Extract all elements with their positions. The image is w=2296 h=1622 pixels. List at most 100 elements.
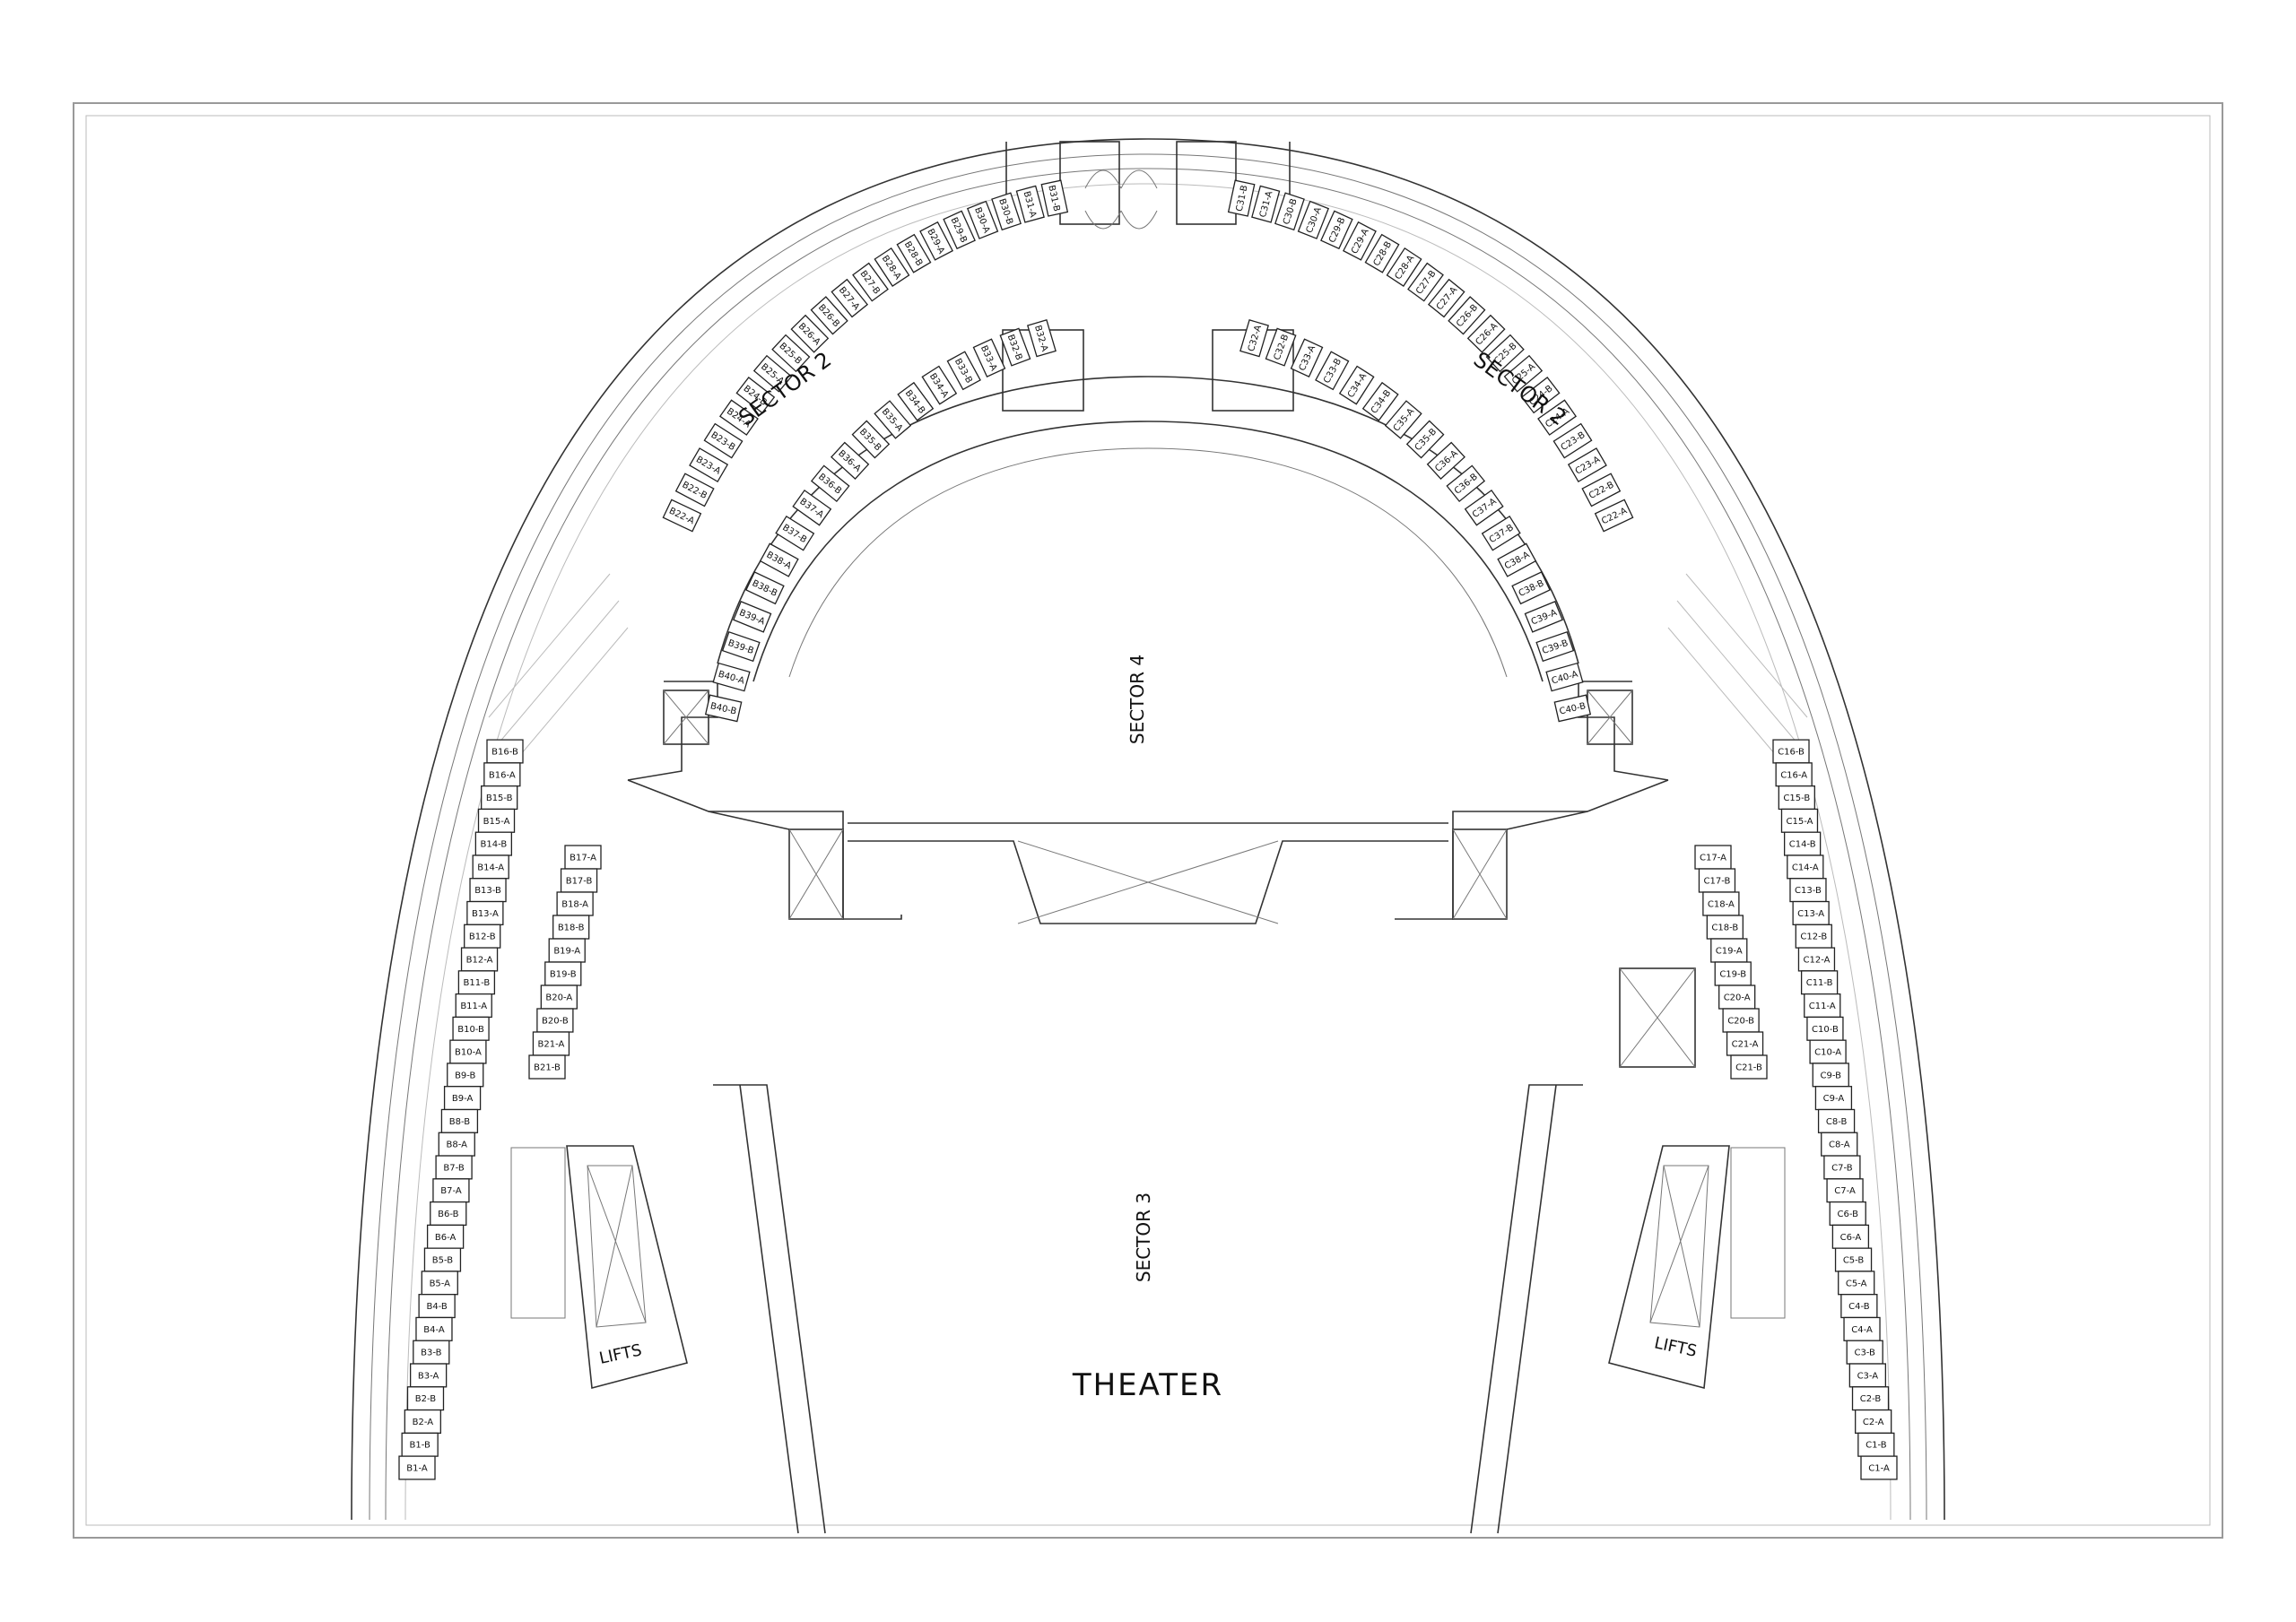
seat-c2-b[interactable]: C2-B [1851, 1386, 1890, 1411]
seat-c33-a[interactable]: C33-A [1290, 338, 1324, 377]
seat-b20-a[interactable]: B20-A [540, 984, 578, 1010]
seat-b8-b[interactable]: B8-B [440, 1108, 479, 1133]
seat-b11-a[interactable]: B11-A [455, 993, 492, 1019]
seat-b21-b[interactable]: B21-B [528, 1054, 566, 1080]
seat-b18-b[interactable]: B18-B [552, 915, 590, 940]
seat-c8-b[interactable]: C8-B [1817, 1108, 1856, 1133]
seat-b7-b[interactable]: B7-B [435, 1155, 473, 1180]
seat-b33-b[interactable]: B33-B [946, 351, 981, 391]
seat-c25-a[interactable]: C25-A [1503, 354, 1544, 393]
seat-c9-a[interactable]: C9-A [1814, 1086, 1853, 1111]
seat-c22-b[interactable]: C22-B [1581, 473, 1622, 507]
seat-c11-a[interactable]: C11-A [1804, 993, 1841, 1019]
seat-b28-a[interactable]: B28-A [874, 247, 910, 287]
seat-c12-b[interactable]: C12-B [1795, 924, 1832, 949]
seat-c36-a[interactable]: C36-A [1426, 441, 1465, 480]
seat-b14-b[interactable]: B14-B [474, 831, 513, 856]
seat-b40-a[interactable]: B40-A [712, 662, 751, 692]
seat-c13-b[interactable]: C13-B [1789, 878, 1827, 903]
seat-c15-b[interactable]: C15-B [1778, 785, 1815, 811]
seat-b6-a[interactable]: B6-A [426, 1224, 465, 1249]
seat-b22-b[interactable]: B22-B [674, 473, 715, 507]
seat-c39-b[interactable]: C39-B [1535, 630, 1575, 663]
seat-c31-a[interactable]: C31-A [1251, 185, 1281, 223]
seat-b1-b[interactable]: B1-B [401, 1432, 439, 1457]
seat-c37-a[interactable]: C37-A [1464, 489, 1504, 526]
seat-c11-b[interactable]: C11-B [1800, 970, 1839, 995]
seat-c10-b[interactable]: C10-B [1806, 1016, 1844, 1041]
seat-b36-a[interactable]: B36-A [831, 441, 870, 480]
seat-b3-a[interactable]: B3-A [409, 1363, 448, 1388]
seat-c7-b[interactable]: C7-B [1823, 1155, 1861, 1180]
seat-c32-a[interactable]: C32-A [1239, 319, 1269, 358]
seat-b34-b[interactable]: B34-B [897, 381, 935, 421]
seat-b29-a[interactable]: B29-A [919, 221, 953, 261]
seat-b39-a[interactable]: B39-A [733, 601, 772, 633]
seat-c39-a[interactable]: C39-A [1524, 601, 1563, 633]
seat-c17-a[interactable]: C17-A [1694, 845, 1732, 870]
seat-b30-b[interactable]: B30-B [991, 192, 1022, 231]
seat-b17-a[interactable]: B17-A [564, 845, 602, 870]
seat-c17-b[interactable]: C17-B [1698, 868, 1736, 893]
seat-c28-b[interactable]: C28-B [1364, 233, 1400, 273]
seat-b19-a[interactable]: B19-A [548, 938, 586, 963]
seat-b17-b[interactable]: B17-B [560, 868, 598, 893]
seat-b5-b[interactable]: B5-B [423, 1247, 462, 1272]
seat-c34-b[interactable]: C34-B [1361, 381, 1399, 421]
seat-b14-a[interactable]: B14-A [472, 854, 509, 880]
seat-b39-b[interactable]: B39-B [721, 630, 761, 663]
seat-c14-b[interactable]: C14-B [1783, 831, 1822, 856]
seat-c5-b[interactable]: C5-B [1834, 1247, 1873, 1272]
seat-b1-a[interactable]: B1-A [398, 1455, 436, 1480]
seat-b38-a[interactable]: B38-A [759, 542, 799, 577]
seat-c14-a[interactable]: C14-A [1787, 854, 1824, 880]
seat-c20-a[interactable]: C20-A [1718, 984, 1756, 1010]
seat-b4-b[interactable]: B4-B [418, 1294, 456, 1319]
seat-b22-a[interactable]: B22-A [662, 499, 702, 533]
seat-c23-b[interactable]: C23-B [1552, 422, 1593, 459]
seat-c3-a[interactable]: C3-A [1848, 1363, 1887, 1388]
seat-c33-b[interactable]: C33-B [1315, 351, 1350, 391]
seat-b3-b[interactable]: B3-B [413, 1340, 450, 1365]
seat-b15-b[interactable]: B15-B [481, 785, 518, 811]
seat-b29-b[interactable]: B29-B [943, 210, 976, 250]
seat-b31-b[interactable]: B31-B [1040, 179, 1069, 217]
seat-c13-a[interactable]: C13-A [1792, 900, 1830, 925]
seat-b15-a[interactable]: B15-A [477, 808, 516, 833]
seat-b34-a[interactable]: B34-A [921, 365, 958, 405]
seat-c2-a[interactable]: C2-A [1855, 1409, 1892, 1435]
seat-b35-b[interactable]: B35-B [851, 420, 891, 459]
seat-b11-b[interactable]: B11-B [457, 970, 496, 995]
seat-b30-a[interactable]: B30-A [966, 200, 999, 239]
seat-c19-b[interactable]: C19-B [1714, 961, 1752, 986]
seat-c10-a[interactable]: C10-A [1809, 1039, 1847, 1064]
seat-c30-b[interactable]: C30-B [1274, 192, 1305, 231]
seat-b27-b[interactable]: B27-B [852, 262, 889, 302]
seat-c38-a[interactable]: C38-A [1497, 542, 1537, 577]
seat-c5-a[interactable]: C5-A [1838, 1271, 1875, 1296]
seat-c16-b[interactable]: C16-B [1772, 739, 1810, 764]
seat-c22-a[interactable]: C22-A [1594, 499, 1634, 533]
seat-c16-a[interactable]: C16-A [1775, 762, 1813, 787]
seat-c21-a[interactable]: C21-A [1726, 1031, 1764, 1056]
seat-b32-a[interactable]: B32-A [1027, 319, 1057, 358]
seat-b13-a[interactable]: B13-A [466, 900, 504, 925]
seat-b40-b[interactable]: B40-B [704, 694, 743, 723]
seat-c31-b[interactable]: C31-B [1227, 179, 1256, 217]
seat-c34-a[interactable]: C34-A [1338, 365, 1375, 405]
seat-c4-a[interactable]: C4-A [1843, 1316, 1881, 1341]
seat-c6-b[interactable]: C6-B [1829, 1201, 1866, 1227]
seat-c40-b[interactable]: C40-B [1553, 694, 1592, 723]
seat-c36-b[interactable]: C36-B [1446, 464, 1486, 503]
seat-b4-a[interactable]: B4-A [415, 1316, 453, 1341]
seat-c32-b[interactable]: C32-B [1265, 327, 1297, 367]
seat-c1-b[interactable]: C1-B [1857, 1432, 1895, 1457]
seat-c19-a[interactable]: C19-A [1710, 938, 1748, 963]
seat-b36-b[interactable]: B36-B [810, 464, 850, 503]
seat-c20-b[interactable]: C20-B [1722, 1008, 1760, 1033]
seat-b6-b[interactable]: B6-B [430, 1201, 467, 1227]
seat-c35-b[interactable]: C35-B [1405, 420, 1445, 459]
seat-c30-a[interactable]: C30-A [1297, 200, 1330, 239]
seat-b12-a[interactable]: B12-A [460, 947, 499, 972]
seat-b9-a[interactable]: B9-A [443, 1086, 482, 1111]
